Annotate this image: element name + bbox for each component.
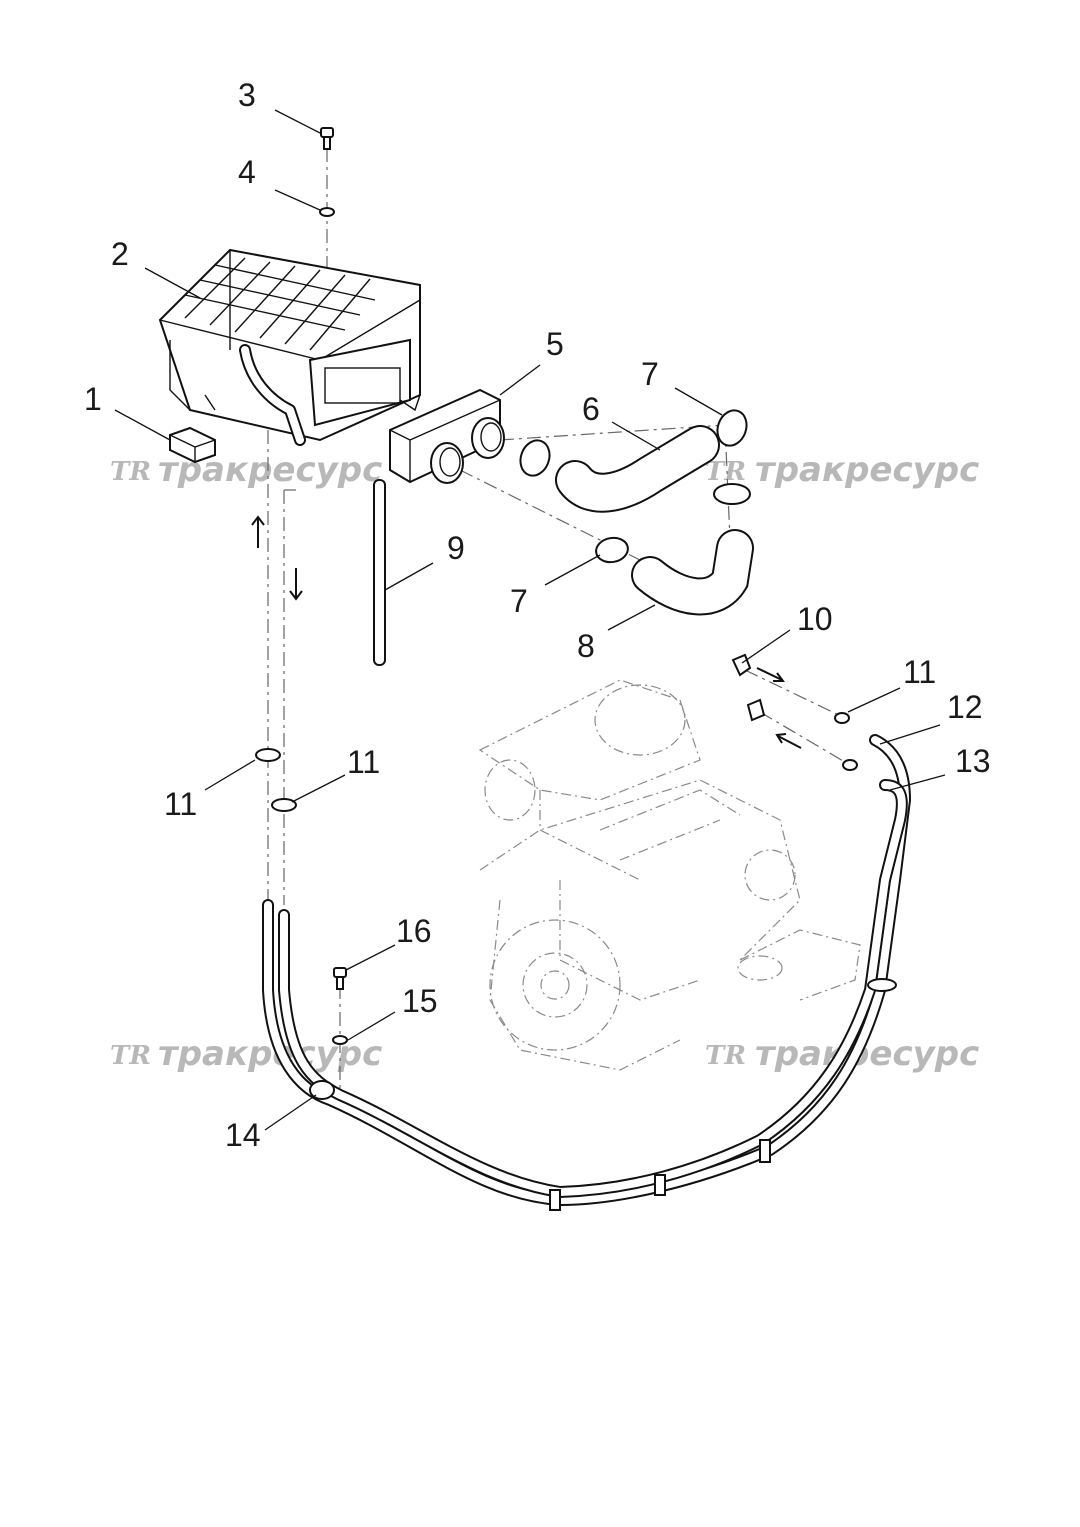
watermark-text: тракресурс [755,450,979,490]
callout-10: 10 [797,601,833,637]
callout-16: 16 [396,913,432,949]
callout-15: 15 [402,983,438,1019]
callout-9: 9 [447,530,465,566]
callout-11-middle: 11 [347,744,380,780]
callout-7-lower: 7 [510,583,528,619]
callout-6: 6 [582,391,600,427]
callout-14: 14 [225,1117,261,1153]
watermark-logo: TR [110,457,151,487]
callout-3: 3 [238,77,256,113]
part-16-bolt [333,967,347,990]
part-9-tube [373,479,386,666]
engine [478,679,861,1071]
callout-11-left: 11 [164,786,197,822]
part-5-air-duct [389,388,505,484]
callout-8: 8 [577,628,595,664]
part-6-hose [555,425,720,513]
part-1-block [169,426,216,464]
watermark-top-left: TR тракресурс [110,450,382,490]
watermark-top-right: TR тракресурс [705,450,979,490]
part-15-washer [332,1035,348,1045]
callout-12: 12 [947,689,983,725]
part-4-washer [319,207,335,217]
watermark-logo: TR [110,1041,151,1071]
watermark-logo: TR [705,457,746,487]
callout-5: 5 [546,326,564,362]
part-11-clamps [255,712,858,812]
part-7-clamps [519,409,751,564]
leader-lines [114,109,946,1131]
callout-2: 2 [111,236,129,272]
callout-7-upper: 7 [641,356,659,392]
part-10-fittings [731,653,766,722]
part-8-hose [631,529,754,616]
callout-4: 4 [238,154,256,190]
watermark-logo: TR [705,1041,746,1071]
heater-unit [158,248,421,446]
part-3-bolt [320,127,334,150]
callout-1: 1 [84,381,102,417]
callout-13: 13 [955,743,991,779]
flow-arrows [251,515,802,749]
callouts: 3 4 2 1 5 6 7 7 8 9 10 11 12 13 11 11 16… [84,77,991,1153]
hose-routing [262,734,911,1211]
callout-11-right: 11 [903,654,936,690]
